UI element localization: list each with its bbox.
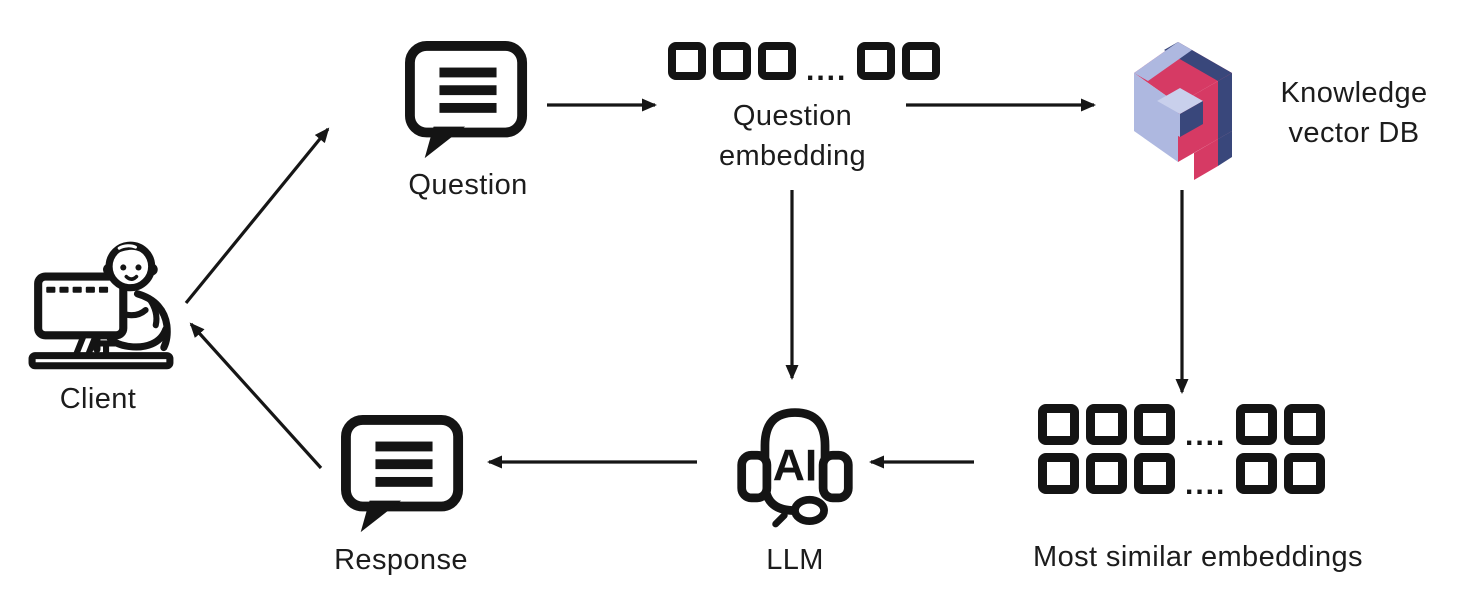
embedding-dots: ....: [1185, 467, 1227, 501]
embedding-squares-row: ....: [668, 42, 941, 87]
speech-bubble-icon: [405, 40, 528, 159]
question-embedding-label: Question embedding: [718, 100, 867, 173]
question-label: Question: [408, 169, 528, 201]
embedding-square: [1086, 453, 1127, 494]
embedding-squares-row: ....: [1038, 404, 1326, 452]
client-label: Client: [59, 383, 137, 415]
speech-bubble-icon: [341, 414, 464, 533]
vector-db-logo-icon: [1134, 42, 1232, 180]
llm-label: LLM: [766, 544, 824, 576]
knowledge-vector-db-node: [1126, 38, 1240, 180]
embedding-squares-row: ....: [1038, 453, 1326, 501]
arrow-client-to-question: [184, 127, 330, 305]
embedding-square: [1134, 453, 1175, 494]
embedding-square: [1086, 404, 1127, 445]
person-at-computer-icon: [28, 241, 174, 370]
embedding-square: [668, 42, 706, 80]
response-node: [338, 414, 470, 538]
embedding-square: [902, 42, 941, 80]
embedding-square: [1236, 404, 1278, 445]
embedding-square: [1038, 453, 1079, 494]
most-similar-embeddings-node: .... ....: [1038, 404, 1326, 501]
ai-icon-text: AI: [773, 441, 818, 490]
ai-headset-icon: AI: [737, 408, 853, 528]
question-node: [402, 40, 534, 164]
response-label: Response: [334, 544, 468, 576]
most-similar-embeddings-label: Most similar embeddings: [1033, 541, 1363, 573]
client-node: [26, 236, 178, 380]
llm-node: AI: [732, 392, 858, 532]
embedding-square: [1038, 404, 1079, 445]
embedding-square: [1134, 404, 1175, 445]
arrow-response-to-client: [189, 322, 323, 470]
knowledge-vector-db-label: Knowledge vector DB: [1280, 77, 1428, 150]
embedding-square: [1284, 453, 1326, 494]
question-embedding-node: ....: [668, 42, 941, 87]
embedding-dots: ....: [1185, 418, 1227, 452]
embedding-square: [758, 42, 796, 80]
embedding-square: [713, 42, 751, 80]
embedding-square: [1236, 453, 1278, 494]
embedding-dots: ....: [806, 53, 848, 87]
embedding-square: [857, 42, 896, 80]
embedding-square: [1284, 404, 1326, 445]
